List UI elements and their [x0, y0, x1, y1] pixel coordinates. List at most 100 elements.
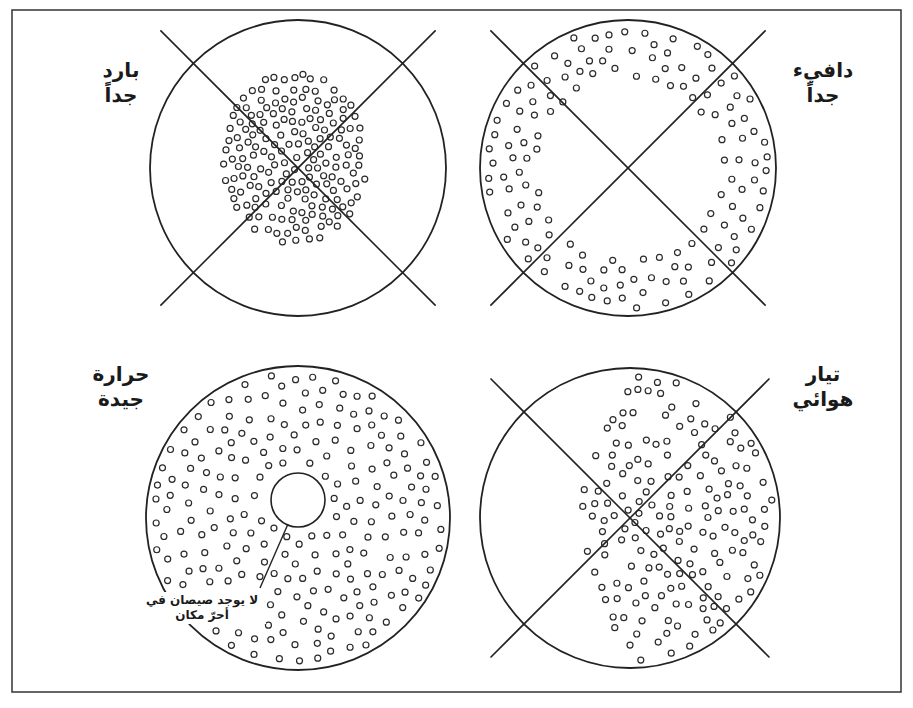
chick-dot	[685, 523, 691, 529]
chick-dot	[697, 473, 703, 479]
chick-dot	[369, 393, 375, 399]
chick-dot	[700, 606, 706, 612]
chick-dot	[734, 93, 740, 99]
cross-mark	[160, 30, 435, 305]
chick-dot	[725, 481, 731, 487]
chick-dot	[733, 247, 739, 253]
chick-dot	[593, 453, 599, 459]
brooder-circle: دافيء جداً	[470, 15, 865, 325]
chick-dot	[717, 620, 723, 626]
chick-dot	[279, 239, 285, 245]
chick-dot	[718, 80, 724, 86]
chick-dot	[370, 584, 376, 590]
chick-dot	[625, 585, 631, 591]
chick-dot	[315, 655, 321, 661]
chick-dot	[292, 129, 298, 135]
chick-dot	[679, 65, 685, 71]
chick-dot	[293, 224, 299, 230]
chick-dot	[525, 256, 531, 262]
chick-dot	[490, 160, 496, 166]
chick-dot	[486, 175, 492, 181]
chick-dot	[321, 77, 327, 83]
chick-dot	[289, 217, 295, 223]
chick-dot	[739, 186, 745, 192]
chick-dot	[366, 408, 372, 414]
chick-dot	[639, 618, 645, 624]
chick-dot	[524, 155, 530, 161]
chick-dot	[653, 441, 659, 447]
chick-dot	[321, 173, 327, 179]
chick-dot	[712, 112, 718, 118]
chick-dot	[636, 499, 642, 505]
chick-dot	[369, 422, 375, 428]
chick-dot	[730, 508, 736, 514]
chick-dot	[312, 88, 318, 94]
chick-dot	[317, 136, 323, 142]
chick-dot	[686, 601, 692, 607]
chick-dot	[351, 518, 357, 524]
chick-dot	[640, 256, 646, 262]
chick-dot	[234, 135, 240, 141]
chick-dot	[599, 584, 605, 590]
chick-dot	[168, 447, 174, 453]
chick-dot	[334, 197, 340, 203]
chick-dot	[656, 254, 662, 260]
chick-dot	[701, 226, 707, 232]
chick-dot	[265, 622, 271, 628]
chick-dot	[604, 298, 610, 304]
chick-dot	[709, 259, 715, 265]
chick-dot	[164, 507, 170, 513]
chick-dot	[663, 279, 669, 285]
chick-dot	[638, 548, 644, 554]
chick-dot	[228, 642, 234, 648]
chick-dot	[418, 500, 424, 506]
chick-dot	[418, 473, 424, 479]
chick-dot	[640, 290, 646, 296]
chick-dot	[762, 139, 768, 145]
chick-dot	[725, 492, 731, 498]
chick-dot	[611, 513, 617, 519]
chick-dot	[216, 448, 222, 454]
chick-dot	[760, 188, 766, 194]
chick-dot	[354, 589, 360, 595]
cross-mark	[490, 30, 765, 305]
chick-dot	[633, 600, 639, 606]
chick-dot	[633, 73, 639, 79]
chick-dot	[335, 213, 341, 219]
chick-dot	[614, 596, 620, 602]
chick-dot	[517, 108, 523, 114]
chick-dot	[282, 551, 288, 557]
chick-dot	[258, 97, 264, 103]
chick-dot	[261, 119, 267, 125]
chick-dot	[251, 438, 257, 444]
chick-dot	[586, 58, 592, 64]
chick-dot	[325, 586, 331, 592]
chick-dot	[344, 186, 350, 192]
chick-dot	[505, 210, 511, 216]
chick-dot	[322, 473, 328, 479]
chick-dot	[741, 538, 747, 544]
chick-dot	[658, 593, 664, 599]
chick-dot	[232, 496, 238, 502]
chick-dot	[294, 594, 300, 600]
chick-dot	[741, 115, 747, 121]
chick-dot	[387, 554, 393, 560]
chick-dot	[546, 217, 552, 223]
chick-dot	[291, 87, 297, 93]
chick-dot	[180, 582, 186, 588]
chick-dot	[363, 642, 369, 648]
chick-dot	[345, 561, 351, 567]
chick-dot	[274, 230, 280, 236]
chick-dot	[271, 74, 277, 80]
chick-dot	[282, 96, 288, 102]
chick-dot	[710, 533, 716, 539]
chick-dot	[345, 152, 351, 158]
chick-dot	[202, 550, 208, 556]
chick-dot	[302, 196, 308, 202]
chick-dot	[655, 639, 661, 645]
chick-dot	[199, 532, 205, 538]
chick-dot	[514, 126, 520, 132]
condition-heading: تيار هوائي	[790, 362, 856, 412]
chick-dot	[592, 569, 598, 575]
chick-dot	[752, 160, 758, 166]
